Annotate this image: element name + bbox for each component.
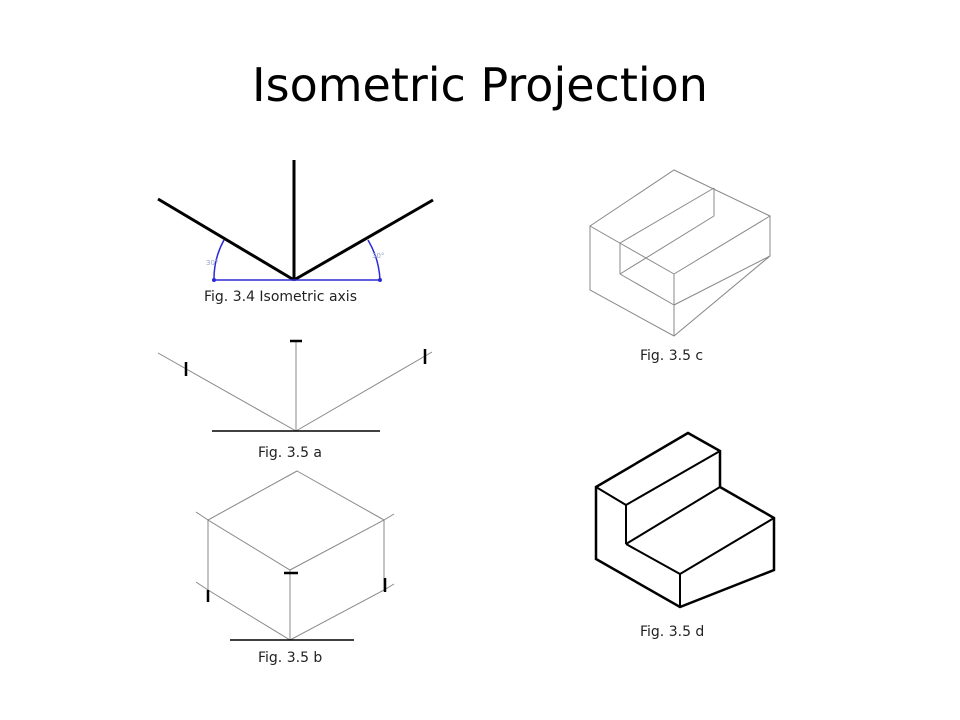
fig-3-4-caption: Fig. 3.4 Isometric axis (204, 289, 357, 305)
fig-3-5c-drawing (589, 169, 771, 337)
projector-right (383, 513, 395, 521)
angle-arc-left (213, 239, 225, 281)
cube-bottom-right (289, 589, 385, 641)
angle-arc-right (367, 239, 381, 281)
angle-label-left: 30° (206, 259, 218, 267)
arc-end-dot (212, 278, 216, 282)
fig-3-5a-caption: Fig. 3.5 a (258, 445, 323, 461)
edge (625, 450, 721, 506)
arc-end-dot (378, 278, 382, 282)
fig-3-5b-drawing (195, 470, 395, 641)
fig-3-5a-drawing (157, 339, 433, 432)
cube-bottom-left (207, 589, 291, 641)
edge (625, 543, 681, 575)
edge (595, 486, 627, 506)
edge (619, 215, 715, 275)
edge (679, 517, 775, 575)
right-axis (295, 351, 433, 432)
left-axis (157, 352, 297, 432)
projector-left-low (195, 581, 209, 591)
edge (589, 225, 675, 275)
edge (619, 273, 675, 306)
cube-top-face (207, 470, 386, 571)
solid-outline (594, 431, 776, 609)
edge (673, 215, 771, 275)
angle-label-right: 30° (372, 252, 384, 260)
edge (673, 255, 771, 306)
edge (625, 486, 721, 545)
fig-3-5c-caption: Fig. 3.5 c (640, 348, 704, 364)
projector-left (195, 511, 209, 521)
fig-3-5d-drawing (594, 431, 776, 609)
isometric-axis-figure: 30° 30° (157, 160, 434, 282)
slide-title: Isometric Projection (252, 58, 708, 112)
fig-3-5b-caption: Fig. 3.5 b (258, 650, 323, 666)
block-outline (589, 169, 771, 337)
fig-3-5d-caption: Fig. 3.5 d (640, 624, 705, 640)
axis-right (293, 198, 434, 282)
edge (619, 187, 715, 244)
axis-left (157, 197, 295, 282)
